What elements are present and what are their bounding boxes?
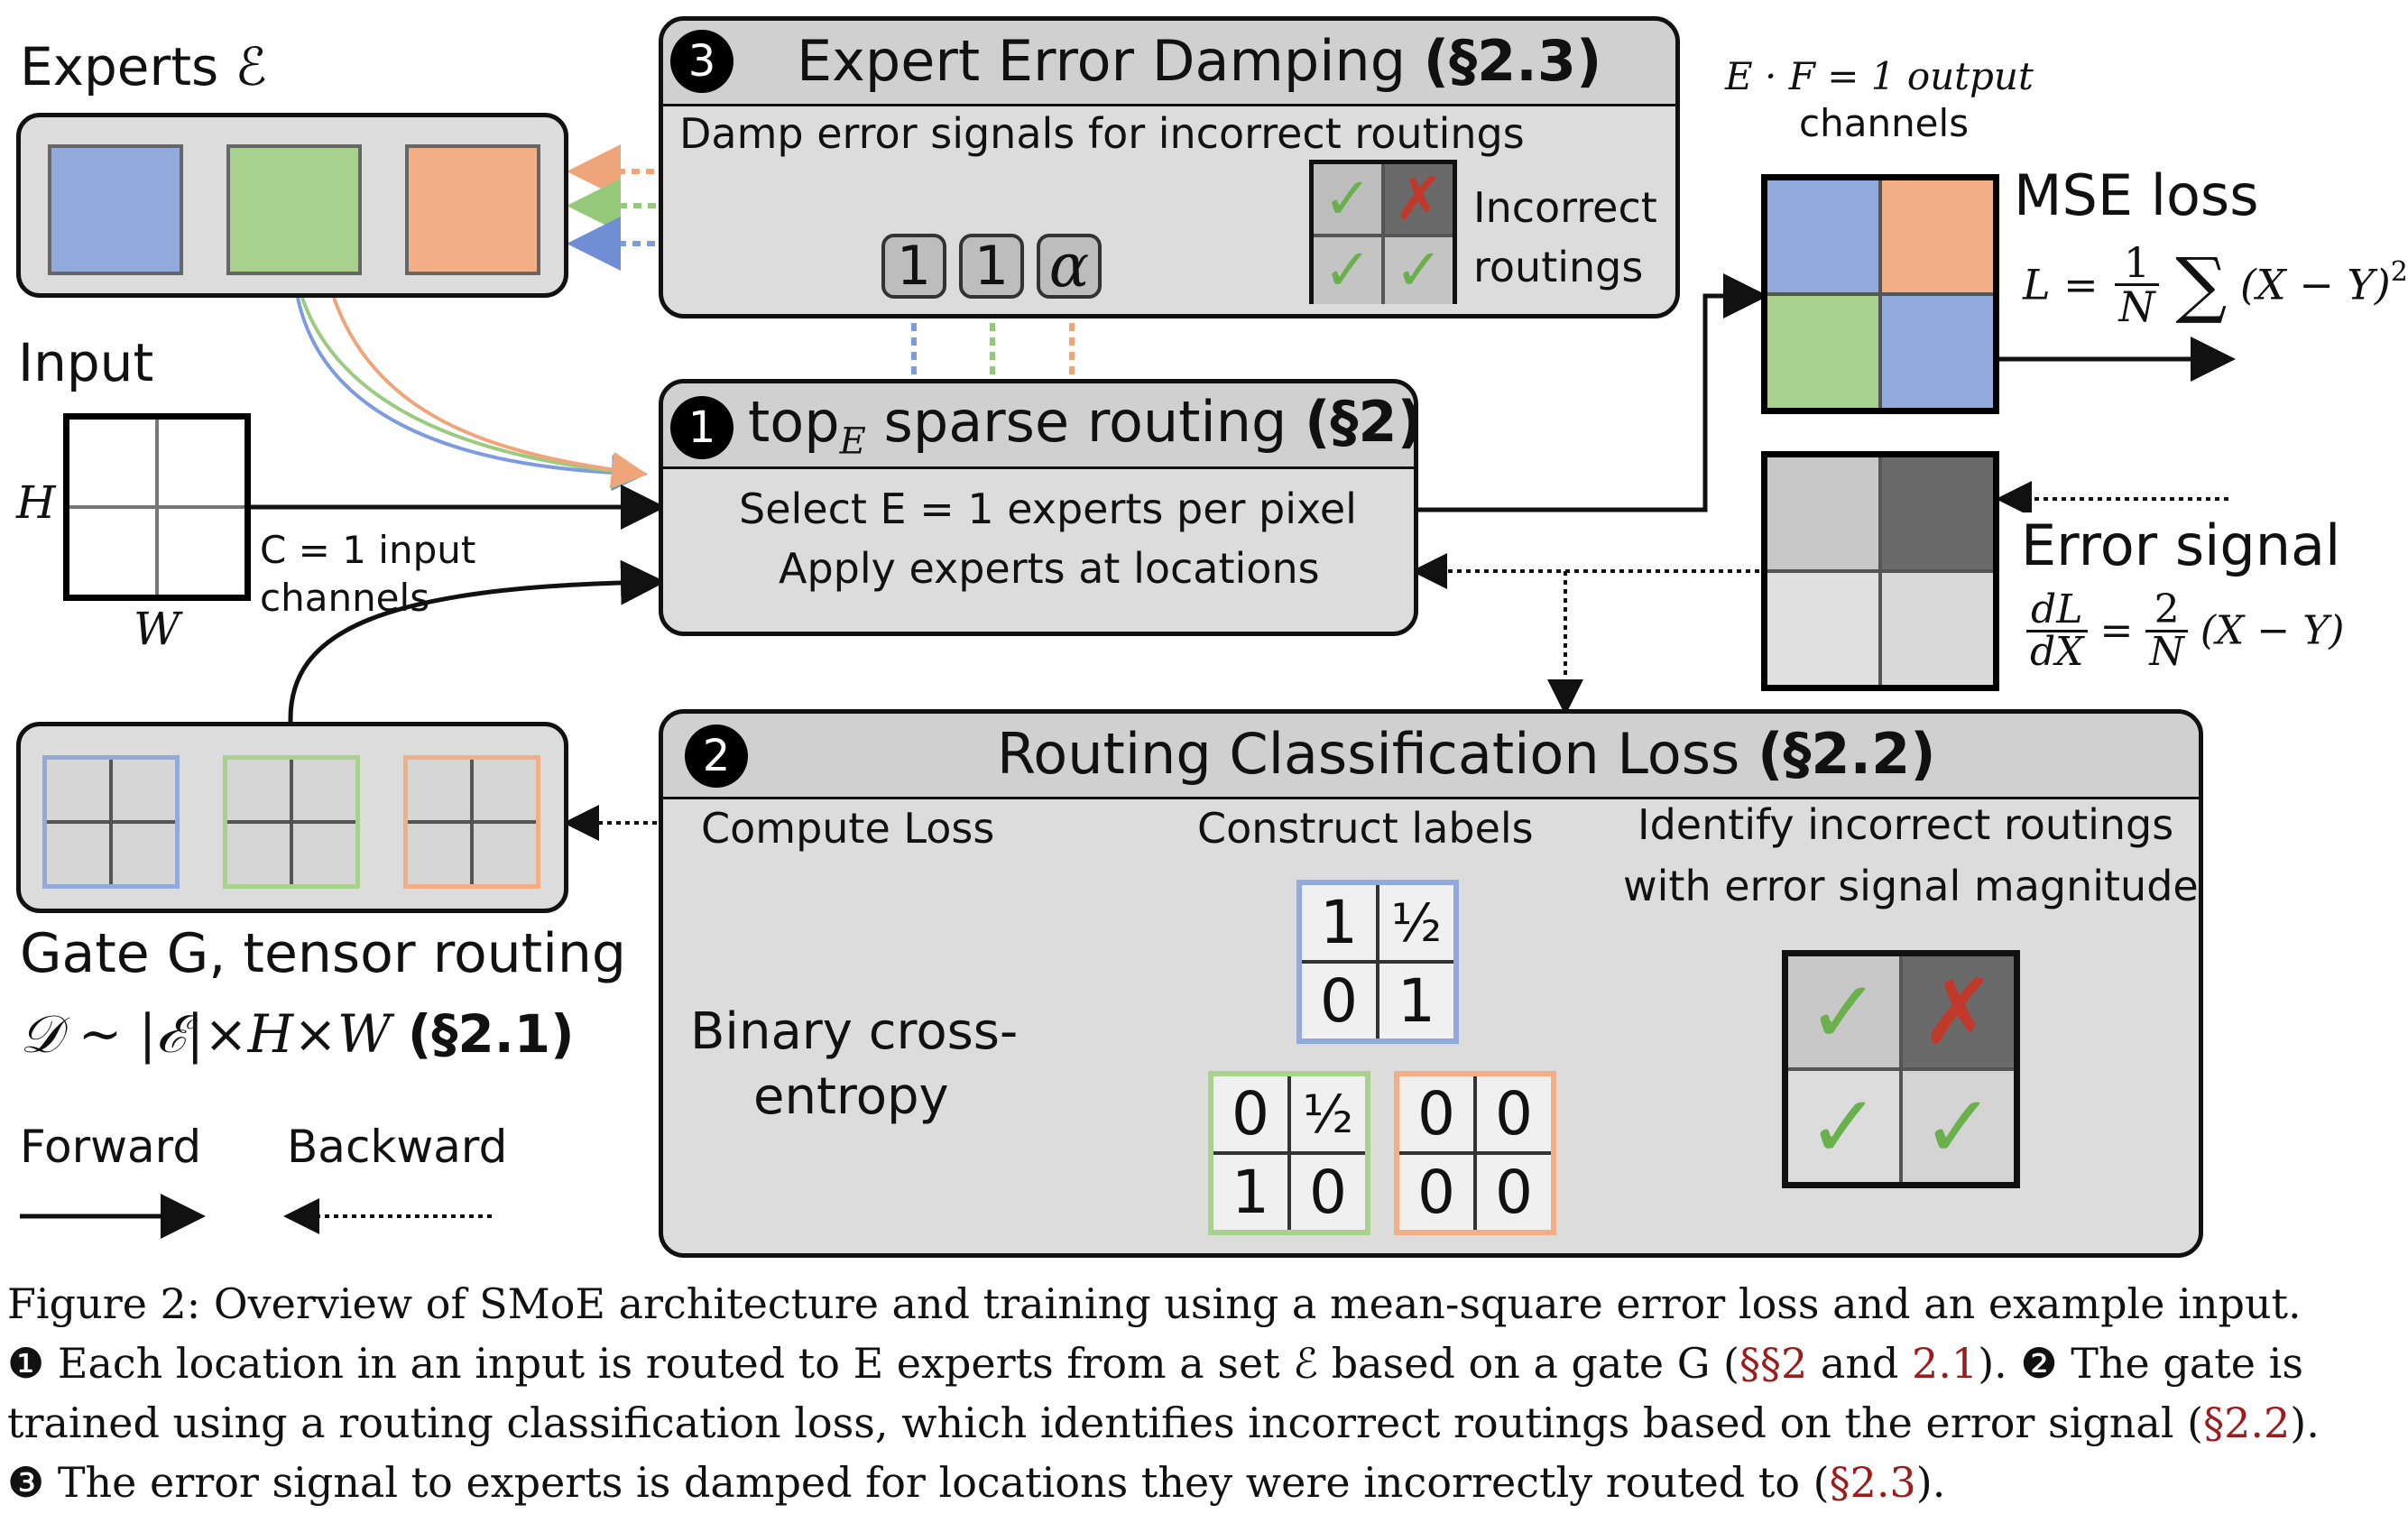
input-channels-line2: channels — [260, 576, 430, 620]
gate-title: Gate G, tensor routing — [20, 922, 626, 985]
damping-number: 3 — [670, 30, 733, 93]
routing-panel: 1 topE sparse routing (§2) Select E = 1 … — [659, 379, 1423, 636]
damping-routing-grid: ✓ ✗ ✓ ✓ — [1309, 160, 1457, 304]
damping-subtitle: Damp error signals for incorrect routing… — [679, 109, 1525, 158]
figure-caption: Figure 2: Overview of SMoE architecture … — [7, 1274, 2393, 1512]
gate-blue-grid — [42, 755, 180, 889]
error-signal-grid — [1761, 451, 1999, 691]
expert-blue-curve — [296, 297, 648, 492]
classification-header — [663, 714, 2199, 799]
caption-line1: Figure 2: Overview of SMoE architecture … — [7, 1279, 2302, 1328]
labels-green-grid: 0 ½ 1 0 — [1208, 1071, 1370, 1235]
error-signal-formula: dL dX = 2 N (X − Y) — [2026, 590, 2344, 672]
input-w-label: W — [134, 603, 180, 655]
gate-arrow — [288, 559, 666, 723]
experts-panel — [16, 113, 568, 298]
routing-line2: Apply experts at locations — [779, 544, 1320, 593]
expert-green-square — [226, 144, 362, 275]
identify-routing-grid: ✓ ✗ ✓ ✓ — [1782, 950, 2020, 1188]
classification-panel: 2 Routing Classification Loss (§2.2) Com… — [659, 709, 2203, 1258]
check-icon: ✓ — [1807, 1075, 1880, 1177]
caption-line2: ❶ Each location in an input is routed to… — [7, 1339, 2303, 1388]
cross-icon: ✗ — [1393, 164, 1444, 234]
diagram: Experts ℰ Input H W C = 1 input channels… — [16, 16, 2408, 1258]
output-channels-line1: E · F = 1 output — [1725, 54, 2034, 98]
error-cell — [1767, 457, 1880, 571]
caption-line4: ❸ The error signal to experts is damped … — [7, 1458, 1946, 1507]
damping-panel: 3 Expert Error Damping (§2.3) Damp error… — [659, 16, 1680, 318]
caption-ref-link[interactable]: 2.1 — [1912, 1339, 1979, 1388]
caption-line3: trained using a routing classification l… — [7, 1398, 2320, 1447]
output-grid — [1761, 174, 1999, 414]
construct-labels-label: Construct labels — [1197, 804, 1534, 853]
routing-header — [663, 383, 1414, 469]
experts-title: Experts ℰ — [20, 36, 267, 97]
legend-forward-label: Forward — [20, 1121, 202, 1173]
output-cell — [1880, 180, 1993, 294]
labels-orange-grid: 0 0 0 0 — [1394, 1071, 1556, 1235]
compute-loss-label: Compute Loss — [701, 804, 995, 853]
output-cell — [1880, 294, 1993, 408]
input-title: Input — [18, 332, 154, 393]
weight-pill-2: 1 — [959, 234, 1024, 299]
input-h-label: H — [16, 476, 56, 529]
error-signal-title: Error signal — [2017, 512, 2345, 578]
incorrect-label-line2: routings — [1473, 243, 1644, 291]
check-icon: ✓ — [1807, 961, 1880, 1063]
check-icon: ✓ — [1323, 165, 1372, 233]
mse-title: MSE loss — [2014, 162, 2259, 228]
mse-formula: L = 1 N ∑ (X − Y)2 — [2023, 238, 2408, 331]
identify-line1: Identify incorrect routings — [1638, 800, 2174, 849]
check-icon: ✓ — [1394, 237, 1444, 304]
bce-line2: entropy — [753, 1067, 949, 1126]
output-channels-line2: channels — [1799, 101, 1970, 145]
output-cell — [1767, 294, 1880, 408]
error-cell — [1767, 571, 1880, 685]
classification-title: Routing Classification Loss (§2.2) — [997, 721, 1936, 787]
weight-pill-1: 1 — [881, 234, 946, 299]
routing-number: 1 — [670, 396, 733, 459]
input-grid — [63, 413, 251, 601]
gate-orange-grid — [403, 755, 540, 889]
input-channels-line1: C = 1 input — [260, 528, 476, 572]
routing-title: topE sparse routing (§2) — [748, 389, 1423, 463]
expert-green-curve — [300, 297, 648, 490]
classification-number: 2 — [685, 725, 748, 788]
output-arrow — [1416, 273, 1768, 512]
check-icon: ✓ — [1323, 237, 1372, 304]
weight-pill-alpha: α — [1037, 234, 1102, 299]
identify-line2: with error signal magnitude — [1623, 862, 2199, 910]
gate-panel — [16, 722, 568, 913]
cross-icon: ✗ — [1920, 959, 1997, 1065]
gate-green-grid — [223, 755, 360, 889]
caption-ref-link[interactable]: §§2 — [1739, 1339, 1808, 1388]
caption-ref-link[interactable]: §2.3 — [1829, 1458, 1916, 1507]
incorrect-label-line1: Incorrect — [1473, 183, 1657, 232]
caption-ref-link[interactable]: §2.2 — [2203, 1398, 2291, 1447]
check-icon: ✓ — [1922, 1075, 1995, 1177]
damping-title: Expert Error Damping (§2.3) — [797, 28, 1602, 94]
routing-line1: Select E = 1 experts per pixel — [739, 485, 1357, 533]
error-cell — [1880, 571, 1993, 685]
labels-blue-grid: 1 ½ 0 1 — [1296, 880, 1459, 1044]
bce-line1: Binary cross- — [690, 1002, 1019, 1061]
expert-blue-square — [48, 144, 183, 275]
expert-orange-square — [405, 144, 540, 275]
error-cell — [1880, 457, 1993, 571]
expert-orange-curve — [332, 297, 648, 488]
damping-header — [663, 21, 1675, 106]
legend-backward-label: Backward — [287, 1121, 508, 1173]
gate-formula: 𝒟 ~ |ℰ|×H×W (§2.1) — [20, 1003, 575, 1065]
output-cell — [1767, 180, 1880, 294]
